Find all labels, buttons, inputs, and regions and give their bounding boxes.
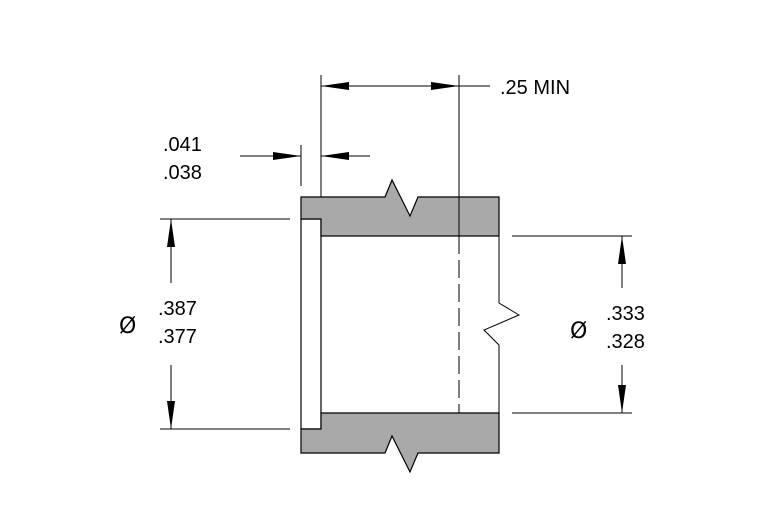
arrow-right-icon xyxy=(431,82,459,90)
arrow-id-bottom-icon xyxy=(618,385,626,413)
flange-lip xyxy=(300,218,322,430)
right-break-line xyxy=(483,236,521,413)
arrow-od-top-icon xyxy=(167,219,175,247)
length-min-label: .25 MIN xyxy=(500,77,570,99)
arrow-left-icon xyxy=(321,82,349,90)
id-diameter-symbol: Ø xyxy=(570,319,587,344)
od-upper: .387 xyxy=(158,298,197,320)
upper-wall-section xyxy=(300,178,500,237)
id-upper: .333 xyxy=(606,303,645,325)
arrow-id-top-icon xyxy=(618,236,626,264)
arrow-od-bottom-icon xyxy=(167,401,175,429)
arrow-flange-left-icon xyxy=(273,152,301,160)
flange-thickness-upper: .041 xyxy=(163,134,202,156)
arrow-flange-right-icon xyxy=(321,152,349,160)
flange-thickness-lower: .038 xyxy=(163,162,202,184)
id-lower: .328 xyxy=(606,331,645,353)
lower-wall-section xyxy=(300,412,500,474)
od-lower: .377 xyxy=(158,326,197,348)
od-diameter-symbol: Ø xyxy=(119,314,136,339)
